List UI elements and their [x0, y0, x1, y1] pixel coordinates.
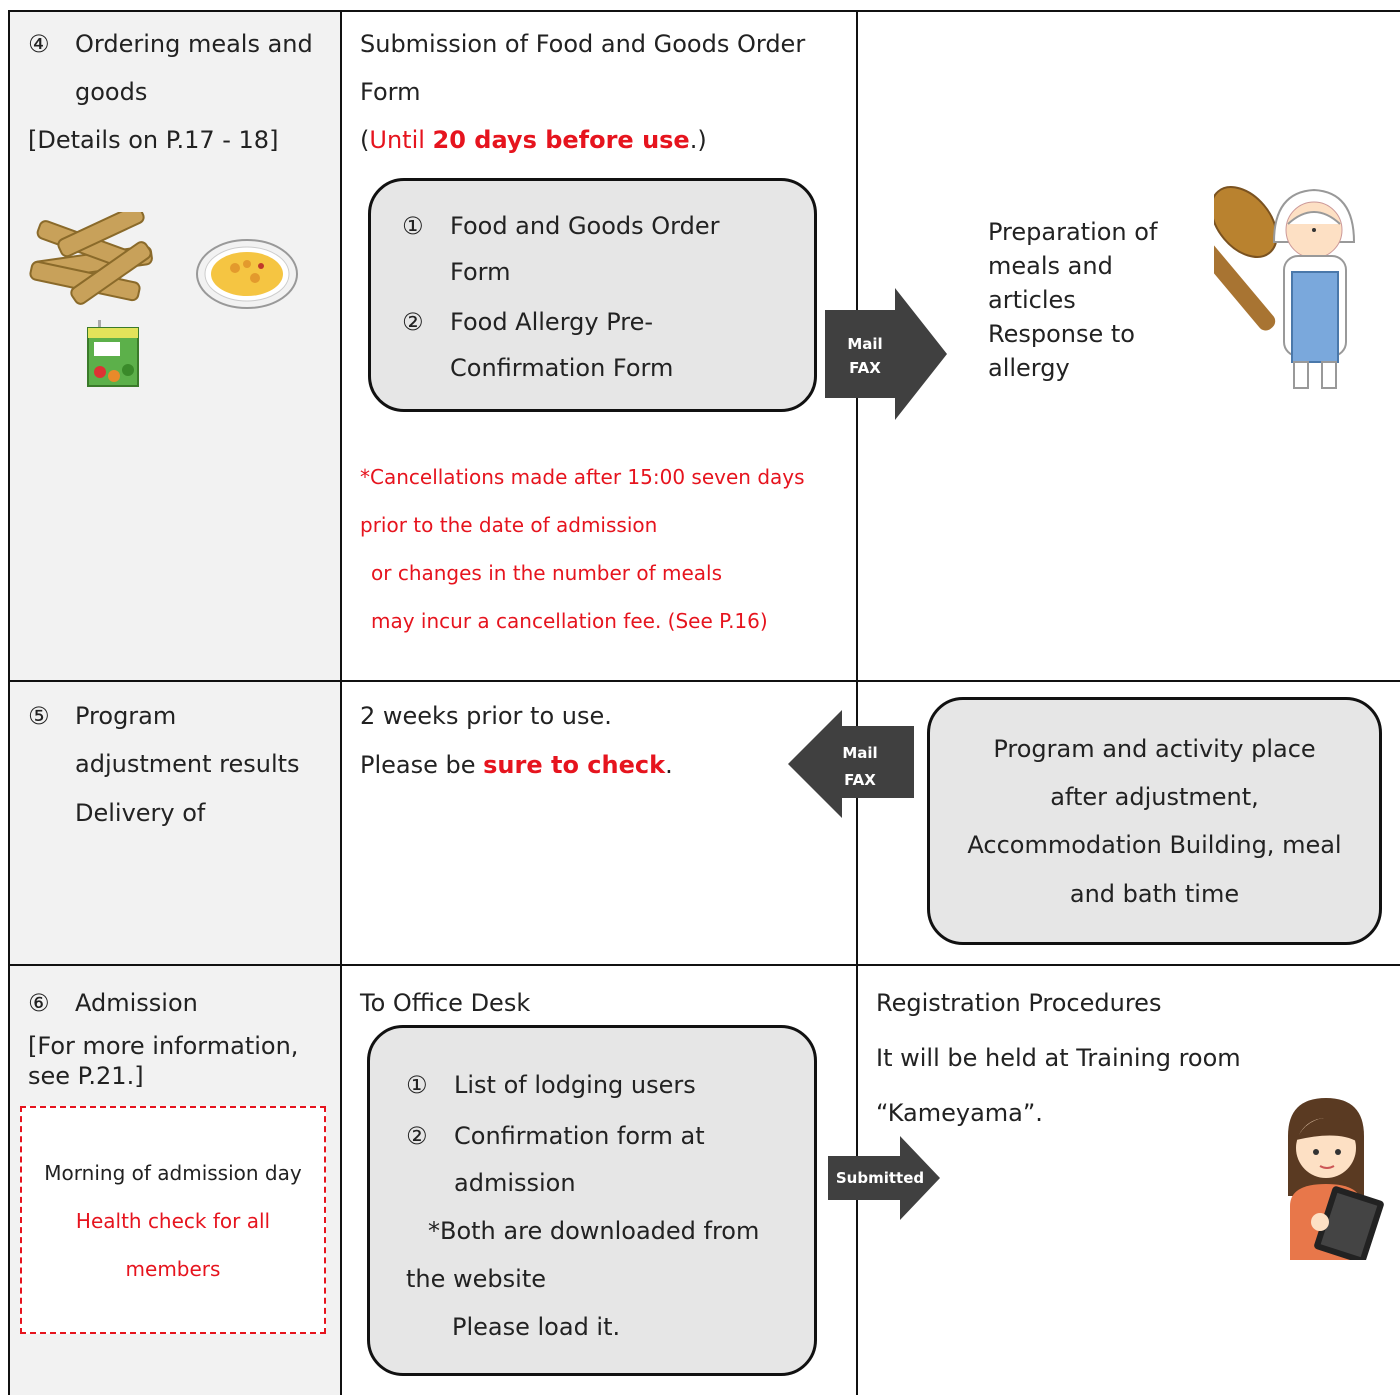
row4-note-line4: may incur a cancellation fee. (See P.16)	[371, 609, 768, 633]
row4-right-line3: articles	[988, 286, 1076, 314]
row5-box-line2: after adjustment,	[1050, 783, 1259, 811]
row5-middle-line1: 2 weeks prior to use.	[360, 702, 612, 730]
row6-info-line2: see P.21.]	[28, 1062, 144, 1090]
row4-note-line1: *Cancellations made after 15:00 seven da…	[360, 465, 805, 489]
row6-arrow-label: Submitted	[835, 1169, 925, 1187]
row5-middle-bold: sure to check	[483, 751, 666, 779]
row6-documents-box	[367, 1025, 817, 1376]
row6-box-item1: List of lodging users	[454, 1071, 696, 1099]
row6-box-note-line2: the website	[406, 1265, 546, 1293]
row6-dashed-line2: Health check for all	[75, 1209, 271, 1233]
row4-title-line2: goods	[75, 78, 148, 106]
row4-box-item2-line2: Confirmation Form	[450, 354, 674, 382]
juice-box-illustration	[87, 320, 139, 387]
row6-box-note-line3: Please load it.	[452, 1313, 621, 1341]
row4-deadline-open: (	[360, 126, 370, 154]
column-divider-2	[856, 10, 858, 1395]
row5-middle-pre: Please be	[360, 751, 484, 779]
cook-illustration	[1214, 186, 1356, 389]
row4-arrow-label-mail: Mail	[847, 335, 883, 353]
row4-right-line4: Response to	[988, 320, 1135, 348]
row5-box-line1: Program and activity place	[993, 735, 1316, 763]
row6-right-line1: Registration Procedures	[876, 989, 1162, 1017]
row4-box-item1-line2: Form	[450, 258, 511, 286]
row5-middle-line2: Please be sure to check.	[360, 751, 673, 779]
row4-middle-line1: Submission of Food and Goods Order	[360, 30, 806, 58]
row6-number: ⑥	[28, 989, 50, 1017]
row6-dashed-line1: Morning of admission day	[44, 1161, 302, 1185]
row6-right-line3: “Kameyama”.	[876, 1099, 1043, 1127]
row5-middle-post: .	[665, 751, 673, 779]
row6-box-item2-line2: admission	[454, 1169, 576, 1197]
row5-title-line2: adjustment results	[75, 750, 300, 778]
row5-box-line4: and bath time	[1069, 880, 1240, 908]
row4-details: [Details on P.17 - 18]	[28, 126, 279, 154]
row5-number: ⑤	[28, 702, 50, 730]
row5-box-line3: Accommodation Building, meal	[967, 831, 1342, 859]
row4-deadline-bold: 20 days before use	[432, 126, 690, 154]
row4-box-item1-line1: Food and Goods Order	[450, 212, 720, 240]
row6-title: Admission	[75, 989, 198, 1017]
row6-dashed-line3: members	[125, 1257, 221, 1281]
row4-number: ④	[28, 30, 50, 58]
row4-box-item2-line1: Food Allergy Pre-	[450, 308, 654, 336]
row6-box-note-line1: *Both are downloaded from	[428, 1217, 760, 1245]
row6-box-num1: ①	[406, 1071, 428, 1099]
row5-title-line3: Delivery of	[75, 799, 206, 827]
row6-box-item2-line1: Confirmation form at	[454, 1122, 705, 1150]
row6-right-line2: It will be held at Training room	[876, 1044, 1241, 1072]
row4-mail-fax-arrow: Mail FAX	[825, 288, 947, 420]
row4-forms-box	[368, 178, 817, 412]
row6-submitted-arrow: Submitted	[828, 1136, 940, 1220]
row4-box-num2: ②	[402, 308, 424, 336]
row-divider-2	[8, 964, 1400, 966]
column-divider-1	[340, 10, 342, 1395]
left-column-bg-row5	[10, 682, 340, 964]
row4-deadline-close: .)	[689, 126, 707, 154]
row5-mail-fax-arrow: Mail FAX	[788, 710, 914, 818]
row4-deadline: (Until 20 days before use.)	[360, 126, 707, 154]
row6-box-num2: ②	[406, 1122, 428, 1150]
row4-title-line1: Ordering meals and	[75, 30, 313, 58]
row5-arrow-label-fax: FAX	[844, 771, 876, 789]
receptionist-illustration	[1288, 1098, 1384, 1260]
row5-program-box	[927, 697, 1382, 945]
row4-right-line1: Preparation of	[988, 218, 1158, 246]
row5-arrow-label-mail: Mail	[842, 744, 878, 762]
row4-deadline-text: Until	[369, 126, 433, 154]
table-top-border	[8, 10, 1400, 12]
row6-info-line1: [For more information,	[28, 1032, 299, 1060]
row4-note-line3: or changes in the number of meals	[371, 561, 723, 585]
row6-dashed-note-box	[20, 1106, 326, 1334]
row4-right-line5: allergy	[988, 354, 1070, 382]
row4-note-line2: prior to the date of admission	[360, 513, 658, 537]
fried-food-illustration	[29, 212, 153, 305]
row6-middle-title: To Office Desk	[360, 989, 531, 1017]
row4-box-num1: ①	[402, 212, 424, 240]
table-left-border	[8, 10, 10, 1395]
row5-title-line1: Program	[75, 702, 177, 730]
row4-arrow-label-fax: FAX	[849, 359, 881, 377]
left-column-bg-row4	[10, 12, 340, 680]
row-divider-1	[8, 680, 1400, 682]
curry-plate-illustration	[196, 239, 298, 309]
row4-middle-line2: Form	[360, 78, 421, 106]
row4-right-line2: meals and	[988, 252, 1113, 280]
